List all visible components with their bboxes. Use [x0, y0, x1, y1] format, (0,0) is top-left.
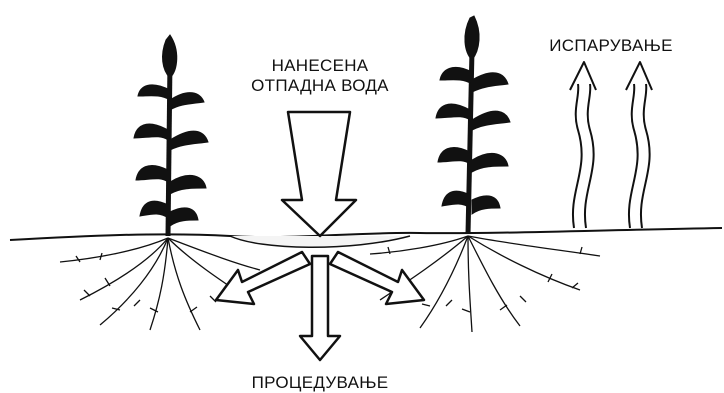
water-pool: [230, 236, 410, 247]
applied-label-line1: НАНЕСЕНА: [236, 56, 404, 76]
percolation-label: ПРОЦЕДУВАЊЕ: [230, 373, 410, 393]
evaporation-arrow-left: [570, 62, 596, 228]
plant-right: [436, 16, 510, 234]
applied-wastewater-label: НАНЕСЕНА ОТПАДНА ВОДА: [236, 56, 404, 96]
evaporation-label: ИСПАРУВАЊЕ: [536, 36, 686, 56]
seepage-arrow-left: [216, 252, 310, 304]
applied-water-arrow: [282, 112, 356, 236]
evaporation-arrow-right: [626, 62, 652, 228]
seepage-arrow-right: [330, 252, 424, 304]
plant-left: [134, 35, 208, 236]
applied-label-line2: ОТПАДНА ВОДА: [236, 76, 404, 96]
percolation-arrow: [300, 256, 340, 360]
